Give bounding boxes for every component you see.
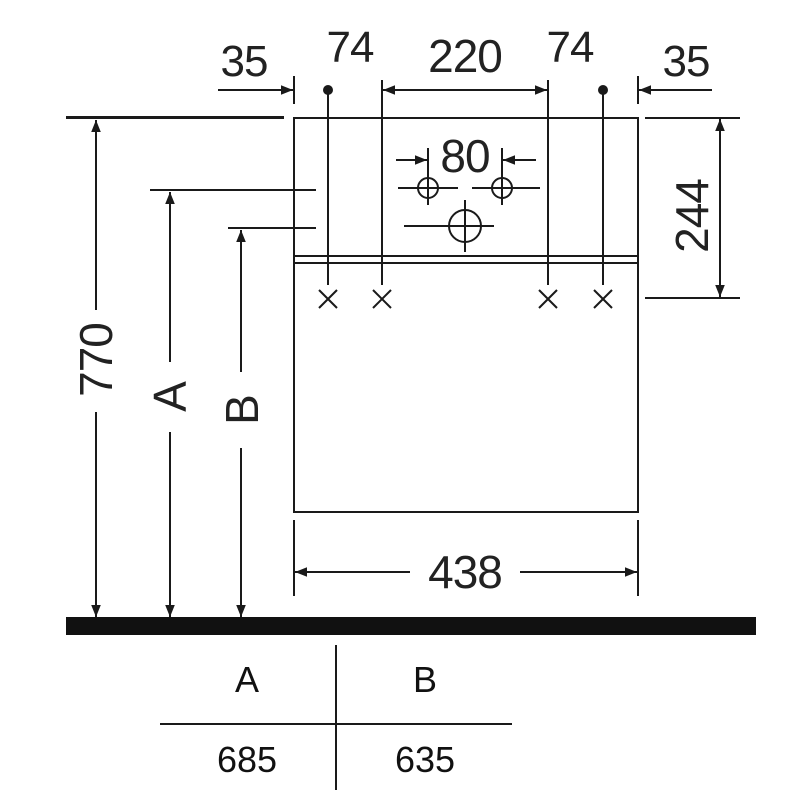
wall-line (66, 116, 284, 119)
mount-dot-right (598, 85, 608, 95)
cabinet-body (293, 117, 639, 513)
table-value-B: 635 (395, 739, 455, 780)
mount-dot-left (323, 85, 333, 95)
table-header-B: B (413, 659, 437, 700)
dim-label-244: 244 (666, 179, 718, 253)
dim-label-A: A (144, 381, 196, 412)
dim-label-770: 770 (70, 323, 122, 397)
mount-x-mark-4 (593, 289, 613, 309)
dim-label-438: 438 (428, 546, 502, 598)
mount-x-mark-1 (318, 289, 338, 309)
mount-x-mark-3 (538, 289, 558, 309)
table-header-A: A (235, 659, 259, 700)
dim-label-top-right-35: 35 (663, 37, 710, 86)
table-value-A: 685 (217, 739, 277, 780)
dim-label-top-220: 220 (428, 30, 502, 82)
dim-label-top-left-35: 35 (221, 37, 268, 86)
dim-label-B: B (216, 395, 268, 425)
dim-label-top-74-left: 74 (327, 23, 374, 72)
floor (66, 617, 756, 635)
dim-label-top-74-right: 74 (547, 23, 594, 72)
mount-x-mark-2 (372, 289, 392, 309)
dim-label-hole-spacing: 80 (440, 130, 489, 182)
